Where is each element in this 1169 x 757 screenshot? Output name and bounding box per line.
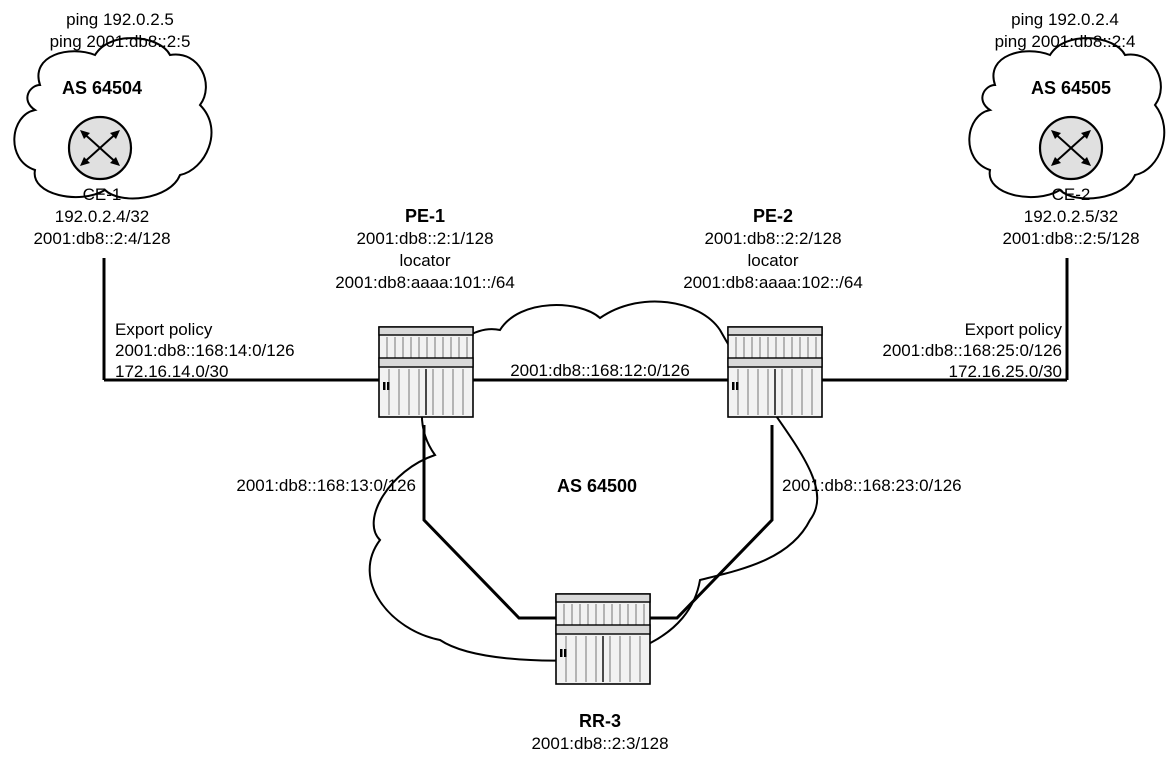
link-pe2-rr3 [642,425,774,620]
rr3-router-chassis [555,593,651,685]
ce1-ping-ipv6: ping 2001:db8::2:5 [50,32,191,51]
pe2-name: PE-2 [753,206,793,226]
pe1-name: PE-1 [405,206,445,226]
pe1-rr3-subnet: 2001:db8::168:13:0/126 [236,476,416,495]
ce1-name: CE-1 [83,185,122,204]
ce1-ping-ipv4: ping 192.0.2.5 [66,10,174,29]
pe2-rr3-subnet: 2001:db8::168:23:0/126 [782,476,962,495]
ce1-ipv4: 192.0.2.4/32 [55,207,150,226]
as-64500-cloud [368,300,819,662]
ce2-ipv4: 192.0.2.5/32 [1024,207,1119,226]
as-64505-label: AS 64505 [1031,78,1111,98]
pe2-locator: 2001:db8:aaaa:102::/64 [683,273,863,292]
as-64504-cloud [13,37,213,200]
pe2-system-address: 2001:db8::2:2/128 [704,229,841,248]
ce1-pe1-ipv6-subnet: 2001:db8::168:14:0/126 [115,341,295,360]
as-64504-label: AS 64504 [62,78,142,98]
ce1-router-icon [67,115,133,181]
ce2-pe2-ipv4-subnet: 172.16.25.0/30 [949,362,1062,381]
link-pe1-rr3 [422,425,556,620]
ce2-ping-ipv6: ping 2001:db8::2:4 [995,32,1136,51]
ce2-ipv6: 2001:db8::2:5/128 [1002,229,1139,248]
ce2-router-icon [1038,115,1104,181]
pe1-router-chassis [378,326,474,418]
pe2-locator-label: locator [747,251,798,270]
ce2-ping-ipv4: ping 192.0.2.4 [1011,10,1119,29]
ce2-pe2-ipv6-subnet: 2001:db8::168:25:0/126 [882,341,1062,360]
ce1-ipv6: 2001:db8::2:4/128 [33,229,170,248]
ce1-pe1-export-policy: Export policy [115,320,213,339]
rr3-system-address: 2001:db8::2:3/128 [531,734,668,753]
ce1-pe1-ipv4-subnet: 172.16.14.0/30 [115,362,228,381]
pe1-pe2-subnet: 2001:db8::168:12:0/126 [510,361,690,380]
pe1-locator: 2001:db8:aaaa:101::/64 [335,273,515,292]
as-64500-label: AS 64500 [557,476,637,496]
rr3-name: RR-3 [579,711,621,731]
pe2-router-chassis [727,326,823,418]
pe1-locator-label: locator [399,251,450,270]
ce2-pe2-export-policy: Export policy [965,320,1063,339]
pe1-system-address: 2001:db8::2:1/128 [356,229,493,248]
ce2-name: CE-2 [1052,185,1091,204]
